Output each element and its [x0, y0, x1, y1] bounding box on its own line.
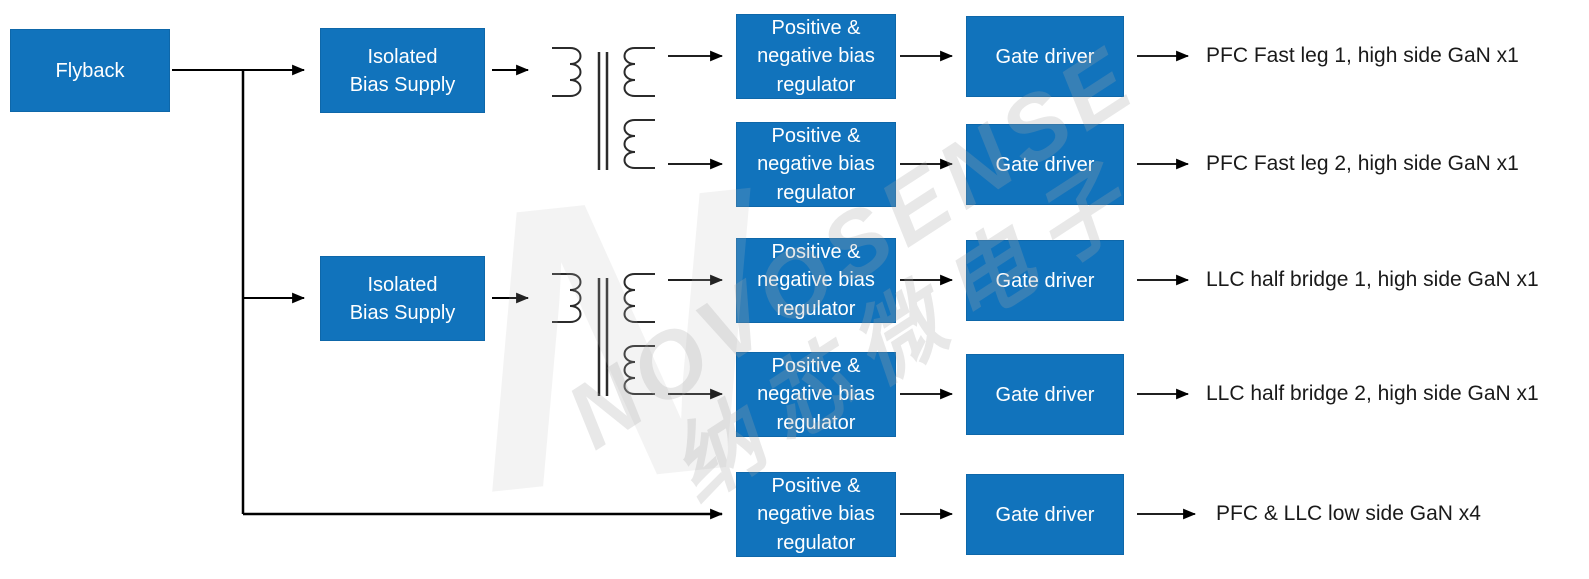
isolated-bias-supply-1-label: Isolated Bias Supply	[349, 45, 456, 96]
gate-driver-4-block: Gate driver	[966, 354, 1124, 435]
gate-driver-5-block: Gate driver	[966, 474, 1124, 555]
transformer-1-secondary-winding-2	[623, 119, 655, 169]
transformer-2-secondary-winding-1	[623, 273, 655, 323]
gate-driver-3-label: Gate driver	[995, 269, 1095, 292]
flyback-label: Flyback	[55, 59, 125, 82]
isolated-bias-supply-2-block: Isolated Bias Supply	[320, 256, 485, 341]
transformer-1-primary-winding	[552, 47, 582, 97]
novosense-logo-n-icon: N	[447, 102, 782, 577]
transformer-2-icon	[552, 273, 655, 396]
isolated-bias-supply-2-label: Isolated Bias Supply	[349, 273, 456, 324]
bias-regulator-1-label: Positive & negative bias regulator	[757, 16, 875, 96]
isolated-bias-supply-1-block: Isolated Bias Supply	[320, 28, 485, 113]
bias-regulator-2-block: Positive & negative bias regulator	[736, 122, 896, 207]
bias-regulator-5-block: Positive & negative bias regulator	[736, 472, 896, 557]
transformer-2-secondary-winding-2	[623, 345, 655, 395]
output-label-5: PFC & LLC low side GaN x4	[1216, 502, 1481, 525]
bias-regulator-4-label: Positive & negative bias regulator	[757, 354, 875, 434]
gate-driver-4-label: Gate driver	[995, 383, 1095, 406]
gate-driver-2-label: Gate driver	[995, 153, 1095, 176]
transformer-2-primary-winding	[552, 273, 582, 323]
bias-regulator-4-block: Positive & negative bias regulator	[736, 352, 896, 437]
gate-driver-1-label: Gate driver	[995, 45, 1095, 68]
bias-regulator-3-block: Positive & negative bias regulator	[736, 238, 896, 323]
gate-driver-5-label: Gate driver	[995, 503, 1095, 526]
output-label-2: PFC Fast leg 2, high side GaN x1	[1206, 152, 1519, 175]
gate-driver-1-block: Gate driver	[966, 16, 1124, 97]
bias-regulator-3-label: Positive & negative bias regulator	[757, 240, 875, 320]
gate-driver-2-block: Gate driver	[966, 124, 1124, 205]
output-label-3: LLC half bridge 1, high side GaN x1	[1206, 268, 1539, 291]
bias-regulator-1-block: Positive & negative bias regulator	[736, 14, 896, 99]
transformer-1-secondary-winding-1	[623, 47, 655, 97]
output-label-1: PFC Fast leg 1, high side GaN x1	[1206, 44, 1519, 67]
flyback-block: Flyback	[10, 29, 170, 112]
bias-regulator-5-label: Positive & negative bias regulator	[757, 474, 875, 554]
output-label-4: LLC half bridge 2, high side GaN x1	[1206, 382, 1539, 405]
bias-regulator-2-label: Positive & negative bias regulator	[757, 124, 875, 204]
gate-driver-3-block: Gate driver	[966, 240, 1124, 321]
transformer-1-icon	[552, 47, 655, 170]
